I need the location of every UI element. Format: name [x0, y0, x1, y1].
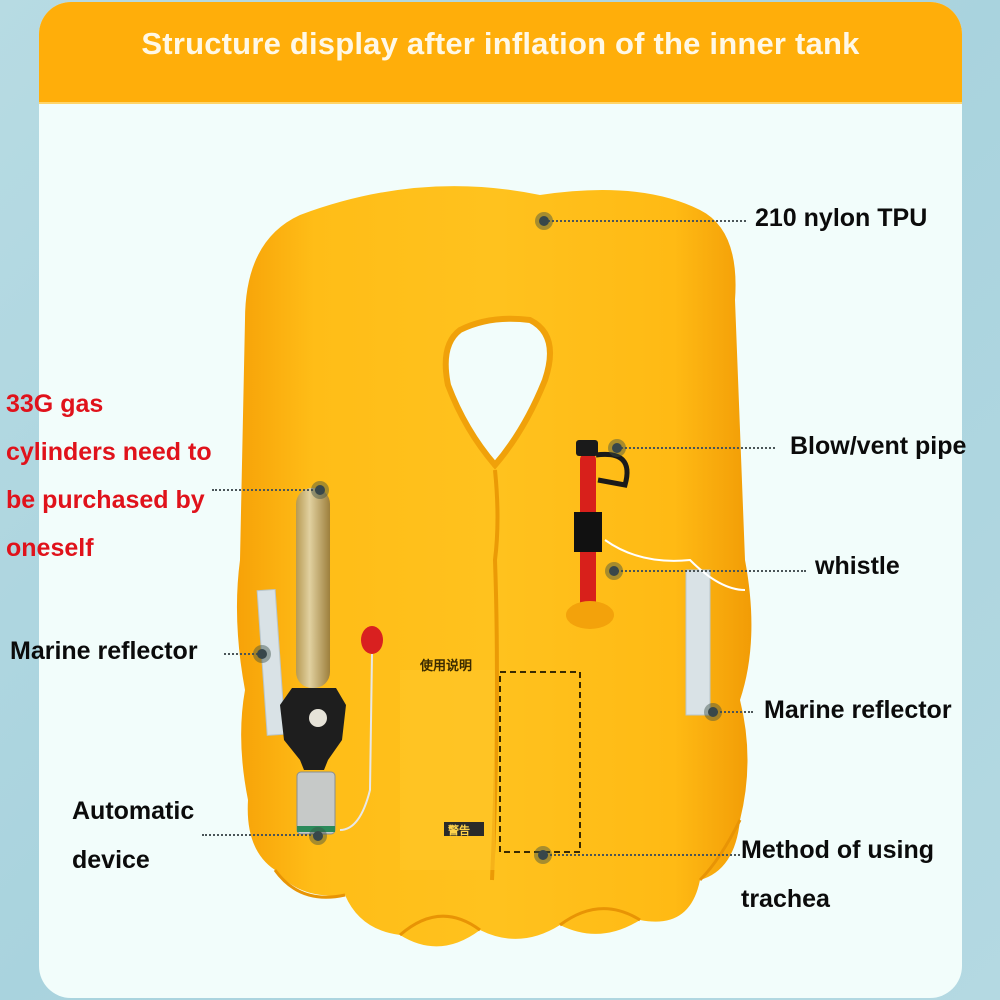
leader-line [202, 834, 318, 836]
right-reflector-strip [685, 569, 711, 716]
note-line1: 33G gas [6, 390, 104, 418]
leader-line [617, 447, 775, 449]
neck-opening [442, 315, 553, 470]
label-nylon-tpu: 210 nylon TPU [755, 204, 928, 232]
note-line3: be purchased by [6, 486, 205, 514]
auto-capsule [296, 771, 336, 835]
marker-dot [309, 827, 327, 845]
leader-line [614, 570, 806, 572]
label-automatic-line2: device [72, 846, 150, 874]
marker-dot [535, 212, 553, 230]
left-reflector-strip [256, 588, 286, 736]
label-method-line2: trachea [741, 885, 830, 913]
leader-line [212, 489, 320, 491]
leader-line [543, 854, 740, 856]
label-marine-reflector-left: Marine reflector [10, 637, 198, 665]
page-title: Structure display after inflation of the… [141, 26, 860, 61]
marker-dot [608, 439, 626, 457]
label-whistle: whistle [815, 552, 900, 580]
pull-tab [361, 626, 383, 654]
marker-dot [311, 481, 329, 499]
label-automatic-line1: Automatic [72, 797, 195, 825]
marker-dot [704, 703, 722, 721]
marker-dot [534, 846, 552, 864]
leader-line [224, 653, 262, 655]
label-marine-reflector-right: Marine reflector [764, 696, 952, 724]
leader-line [544, 220, 746, 222]
label-method-line1: Method of using [741, 836, 935, 864]
note-line2: cylinders need to [6, 438, 212, 466]
leader-line [713, 711, 753, 713]
marker-dot [253, 645, 271, 663]
note-line4: oneself [6, 534, 94, 562]
label-blow-vent-pipe: Blow/vent pipe [790, 432, 967, 460]
gas-cylinder [296, 488, 330, 688]
inflator-head [280, 688, 346, 770]
header-banner: Structure display after inflation of the… [39, 2, 962, 104]
printed-warning-heading: 警告 [448, 824, 470, 837]
marker-dot [605, 562, 623, 580]
printed-instructions-heading: 使用说明 [420, 659, 473, 674]
